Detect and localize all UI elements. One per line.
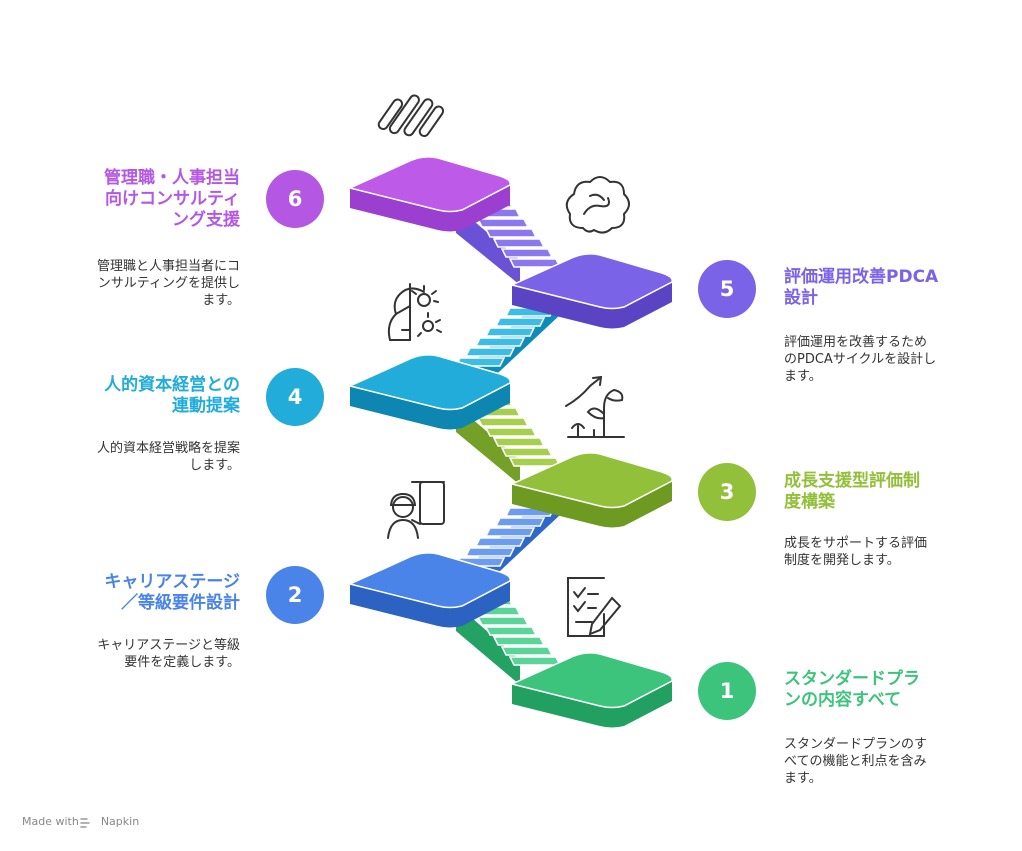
step-6-title: 管理職・人事担当 向けコンサルティ ング支援 [104, 168, 240, 230]
step-5-title: 評価運用改善PDCA 設計 [784, 267, 939, 308]
step-6-badge: 6 [266, 170, 324, 228]
step-1-description: スタンダードプランのす べての機能と利点を含み ます。 [784, 737, 928, 786]
napkin-brand-label: Napkin [100, 815, 140, 828]
platform-6 [347, 156, 512, 232]
step-4-title: 人的資本経営との 連動提案 [104, 375, 240, 416]
engineer-blueprint-icon [387, 481, 445, 539]
step-4-description: 人的資本経営戦略を提案 します。 [96, 441, 240, 473]
step-1-title: スタンダードプラ ンの内容すべて [784, 669, 920, 710]
step-2-description: キャリアステージと等級 要件を定義します。 [97, 638, 240, 670]
step-2-title: キャリアステージ ／等級要件設計 [104, 572, 240, 613]
dna-strands-icon [377, 94, 445, 138]
platform-5 [509, 253, 674, 329]
made-with-label: Made with [22, 815, 79, 828]
step-3-description: 成長をサポートする評価 制度を開発します。 [784, 536, 928, 568]
checklist-icon [567, 577, 622, 637]
platform-1 [509, 652, 674, 728]
platform-4 [347, 354, 512, 430]
step-5-badge: 5 [698, 260, 756, 318]
made-with-napkin-footer[interactable]: Made with Napkin [22, 815, 139, 828]
step-5-description: 評価運用を改善するため のPDCAサイクルを設計し ます。 [784, 335, 937, 384]
napkin-logo-icon [80, 818, 90, 828]
step-1-badge: 1 [698, 662, 756, 720]
head-gears-icon [387, 283, 442, 341]
growth-plant-icon [565, 375, 625, 438]
stairs-6-to-5 [456, 198, 562, 285]
platform-2 [347, 552, 512, 628]
step-2-badge: 2 [266, 566, 324, 624]
step-6-description: 管理職と人事担当者にコ ンサルティングを提供し ます。 [96, 259, 240, 308]
cloud-cycle-icon [565, 176, 630, 234]
step-3-badge: 3 [698, 463, 756, 521]
platform-3 [509, 452, 674, 528]
step-4-badge: 4 [266, 368, 324, 426]
step-3-title: 成長支援型評価制 度構築 [784, 471, 920, 512]
